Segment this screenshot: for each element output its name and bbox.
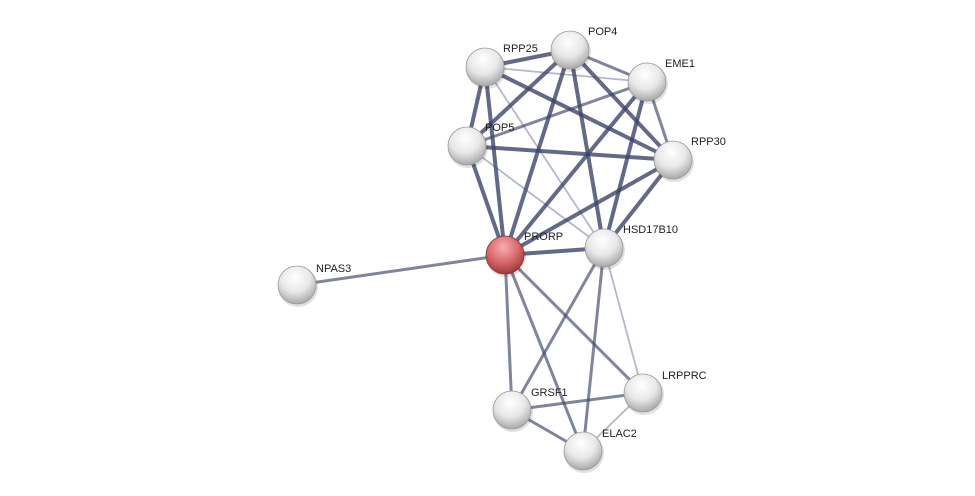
node-label: ELAC2 bbox=[602, 428, 637, 440]
node-sphere[interactable] bbox=[277, 265, 317, 305]
node-label: NPAS3 bbox=[316, 263, 351, 275]
node-prorp[interactable]: PRORP bbox=[485, 231, 563, 277]
node-sphere[interactable] bbox=[447, 126, 487, 166]
edge-hsd17b10-elac2[interactable] bbox=[581, 247, 606, 452]
node-sphere[interactable] bbox=[584, 228, 624, 268]
edge-eme1-pop5[interactable] bbox=[466, 80, 648, 148]
edge-pop4-hsd17b10[interactable] bbox=[568, 49, 606, 249]
edge-rpp25-eme1[interactable] bbox=[484, 66, 648, 83]
node-sphere[interactable] bbox=[563, 431, 603, 471]
edge-prorp-grsf1[interactable] bbox=[503, 254, 514, 411]
node-label: GRSF1 bbox=[531, 387, 568, 399]
node-elac2[interactable]: ELAC2 bbox=[563, 428, 637, 473]
edges-layer bbox=[296, 48, 675, 453]
node-sphere[interactable] bbox=[627, 62, 667, 102]
edge-rpp25-prorp[interactable] bbox=[483, 66, 507, 256]
query-node-sphere[interactable] bbox=[485, 235, 525, 275]
edge-hsd17b10-grsf1[interactable] bbox=[510, 247, 606, 411]
edge-pop4-pop5[interactable] bbox=[465, 48, 572, 148]
node-label: RPP25 bbox=[503, 43, 538, 55]
node-label: PRORP bbox=[524, 231, 563, 243]
node-label: POP4 bbox=[588, 26, 617, 38]
edge-grsf1-lrpprc[interactable] bbox=[511, 391, 644, 412]
edge-rpp25-hsd17b10[interactable] bbox=[484, 66, 605, 249]
node-eme1[interactable]: EME1 bbox=[627, 58, 695, 104]
node-hsd17b10[interactable]: HSD17B10 bbox=[584, 224, 678, 270]
edge-hsd17b10-lrpprc[interactable] bbox=[603, 247, 644, 394]
node-label: POP5 bbox=[485, 122, 514, 134]
node-sphere[interactable] bbox=[653, 140, 693, 180]
node-sphere[interactable] bbox=[623, 373, 663, 413]
node-rpp30[interactable]: RPP30 bbox=[653, 136, 726, 182]
node-label: LRPPRC bbox=[662, 370, 707, 382]
node-sphere[interactable] bbox=[492, 390, 532, 430]
node-sphere[interactable] bbox=[465, 47, 505, 87]
edge-pop4-rpp30[interactable] bbox=[568, 48, 675, 162]
node-label: EME1 bbox=[665, 58, 695, 70]
node-rpp25[interactable]: RPP25 bbox=[465, 43, 538, 89]
node-sphere[interactable] bbox=[550, 30, 590, 70]
edge-prorp-npas3[interactable] bbox=[296, 253, 506, 287]
node-pop5[interactable]: POP5 bbox=[447, 122, 514, 168]
edge-pop5-hsd17b10[interactable] bbox=[466, 145, 605, 249]
edge-rpp30-prorp[interactable] bbox=[504, 158, 674, 257]
edge-prorp-lrpprc[interactable] bbox=[503, 253, 645, 395]
node-pop4[interactable]: POP4 bbox=[550, 26, 617, 72]
node-lrpprc[interactable]: LRPPRC bbox=[623, 370, 707, 415]
node-label: RPP30 bbox=[691, 136, 726, 148]
edge-pop5-rpp30[interactable] bbox=[466, 144, 674, 162]
node-grsf1[interactable]: GRSF1 bbox=[492, 387, 568, 432]
node-label: HSD17B10 bbox=[623, 224, 678, 236]
edge-eme1-hsd17b10[interactable] bbox=[602, 81, 649, 249]
edge-eme1-prorp[interactable] bbox=[503, 80, 649, 257]
node-npas3[interactable]: NPAS3 bbox=[277, 263, 351, 307]
